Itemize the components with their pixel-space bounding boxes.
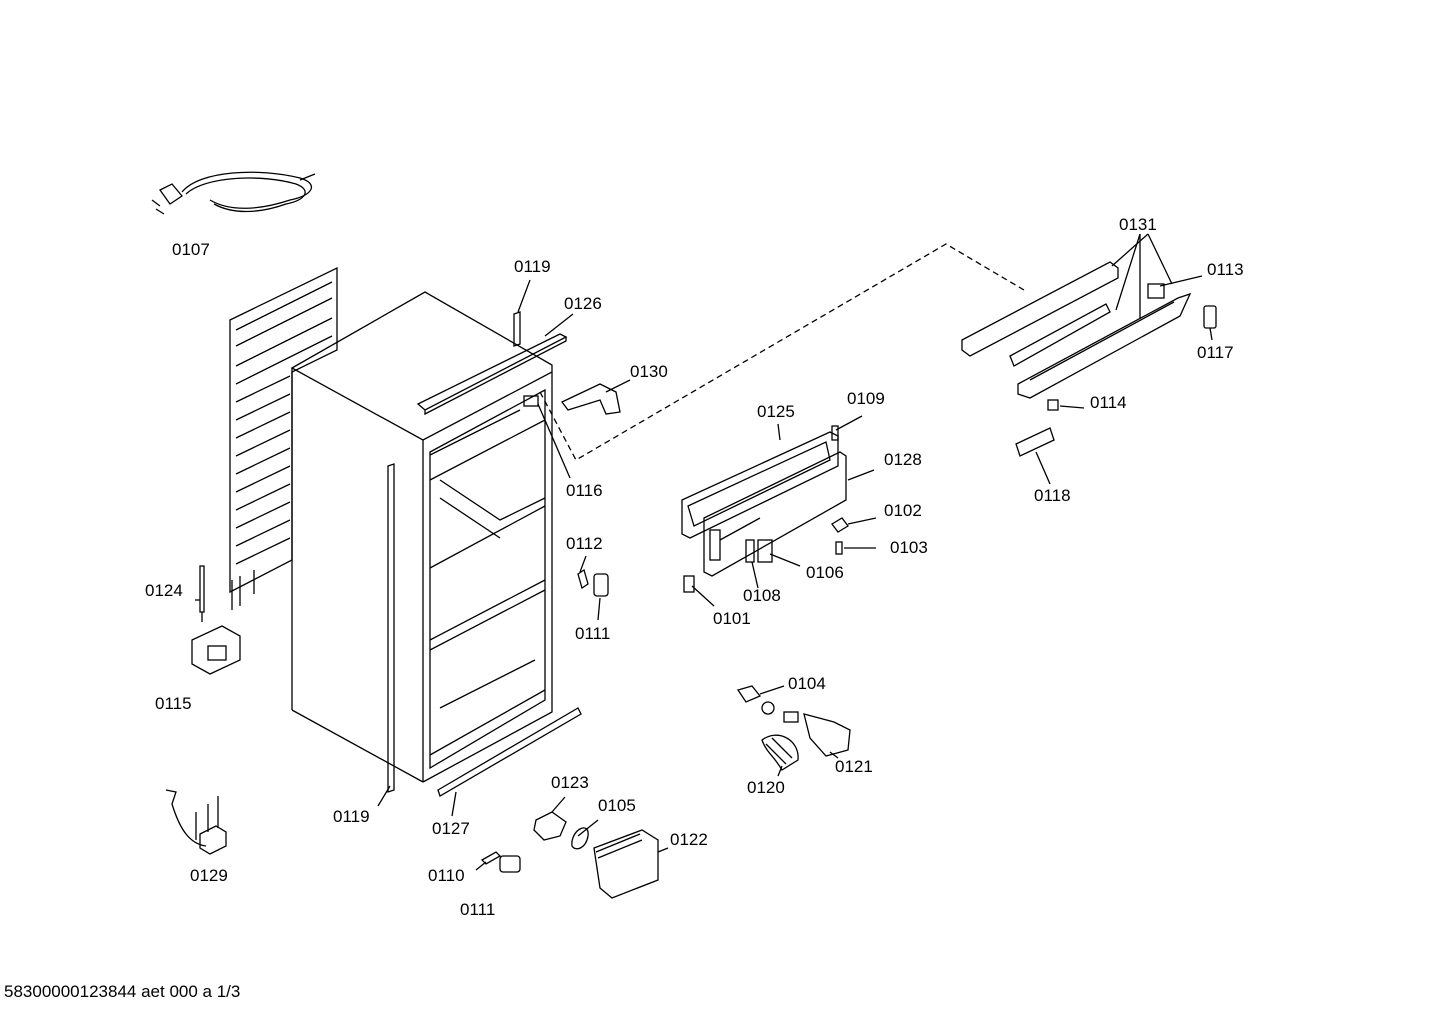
part-label-0108: 0108 — [743, 586, 781, 605]
part-label-0127: 0127 — [432, 819, 470, 838]
part-label-0107: 0107 — [172, 240, 210, 259]
part-label-0112: 0112 — [566, 534, 603, 553]
end-cap-part — [1203, 305, 1217, 329]
bulb-part — [736, 685, 775, 715]
condenser-coil-part — [229, 266, 338, 610]
part-label-0111-bottom: 0111 — [460, 900, 496, 919]
spring-clip-part — [571, 827, 589, 850]
hinge-bracket-part — [561, 383, 621, 415]
top-rod-part — [513, 311, 521, 347]
cap-part — [593, 573, 609, 597]
freezer-door-part — [681, 431, 847, 577]
part-label-0131: 0131 — [1119, 215, 1157, 234]
starter-part — [165, 789, 227, 855]
part-label-0129: 0129 — [190, 866, 228, 885]
part-label-0104: 0104 — [788, 674, 826, 693]
lamp-housing-part — [783, 711, 851, 757]
part-label-0119-bottom: 0119 — [333, 807, 370, 826]
part-label-0102: 0102 — [884, 501, 922, 520]
part-label-0120: 0120 — [747, 778, 785, 797]
part-label-0115: 0115 — [155, 694, 192, 713]
bottom-strip-part — [437, 707, 582, 797]
part-label-0119-top: 0119 — [514, 257, 551, 276]
clip-small-part — [523, 395, 539, 407]
power-cord-part — [151, 171, 316, 215]
part-label-0122: 0122 — [670, 830, 708, 849]
sensor-part — [199, 565, 205, 622]
handle-knob-part — [831, 517, 849, 533]
part-label-0121: 0121 — [835, 757, 873, 776]
part-label-0128: 0128 — [884, 450, 922, 469]
refrigerator-cabinet-part — [290, 291, 553, 783]
small-pin-part — [480, 851, 502, 865]
part-label-0125: 0125 — [757, 402, 795, 421]
lamp-holder-part — [533, 811, 567, 841]
part-label-0111-mid: 0111 — [575, 624, 611, 643]
screw-part — [835, 541, 843, 555]
part-label-0126: 0126 — [564, 294, 602, 313]
part-label-0110: 0110 — [428, 866, 465, 885]
part-label-0105: 0105 — [598, 796, 636, 815]
door-seal-rod-part — [387, 463, 395, 793]
cover-plate-part — [1015, 427, 1055, 457]
screw-top-part — [831, 425, 839, 441]
clip-part — [1047, 399, 1059, 411]
document-footer-code: 58300000123844 aet 000 a 1/3 — [4, 982, 241, 1001]
part-label-0117: 0117 — [1197, 343, 1234, 362]
part-label-0106: 0106 — [806, 563, 844, 582]
lamp-shade-part — [761, 734, 799, 771]
hinge-plate-part — [683, 575, 695, 593]
part-label-0103: 0103 — [890, 538, 928, 557]
leader-lines — [195, 233, 1213, 871]
hinge-insert-part — [745, 539, 755, 563]
part-label-0116: 0116 — [566, 481, 603, 500]
rail-assembly-part — [961, 261, 1192, 399]
part-label-0113: 0113 — [1207, 260, 1244, 279]
small-cap-part — [499, 855, 521, 873]
reference-dashed-line — [539, 243, 1025, 461]
cover-strip-part — [416, 333, 568, 416]
part-label-0114: 0114 — [1090, 393, 1127, 412]
part-label-0123: 0123 — [551, 773, 589, 792]
part-label-0124: 0124 — [145, 581, 183, 600]
part-label-0101: 0101 — [713, 609, 751, 628]
hinge-pin-part — [577, 568, 589, 590]
relay-part — [191, 625, 241, 675]
door-latch-part — [757, 539, 773, 563]
lamp-cover-part — [593, 829, 659, 899]
part-label-0130: 0130 — [630, 362, 668, 381]
part-label-0118: 0118 — [1034, 486, 1071, 505]
part-label-0109: 0109 — [847, 389, 885, 408]
